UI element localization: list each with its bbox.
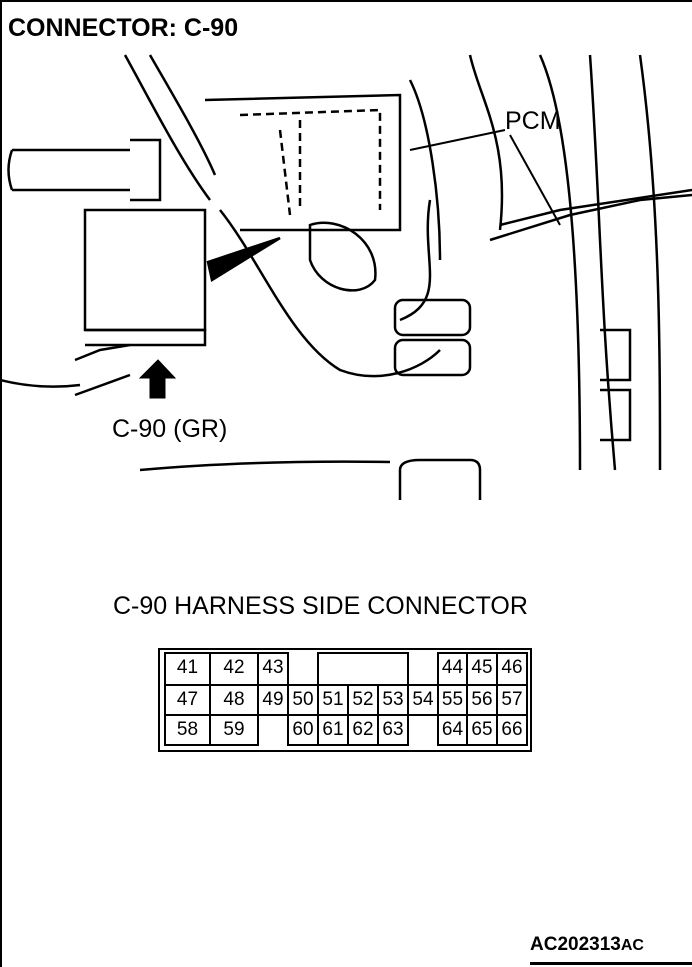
connector-pin: 60 <box>287 714 319 746</box>
connector-pin: 55 <box>437 684 468 716</box>
connector-pin: 42 <box>209 652 259 686</box>
connector-pin: 53 <box>377 684 409 716</box>
connector-pin: 46 <box>496 652 528 686</box>
connector-pin: 45 <box>466 652 498 686</box>
connector-key-slot <box>317 652 409 686</box>
vehicle-illustration <box>0 54 692 500</box>
connector-pin: 58 <box>164 714 211 746</box>
connector-pin: 56 <box>466 684 498 716</box>
connector-pin: 63 <box>377 714 409 746</box>
connector-pin: 49 <box>257 684 289 716</box>
connector-pin: 50 <box>287 684 319 716</box>
figure-code: AC202313AC <box>530 934 644 956</box>
connector-pin: 41 <box>164 652 211 686</box>
connector-pin: 61 <box>317 714 349 746</box>
connector-pin: 65 <box>466 714 498 746</box>
connector-pin: 48 <box>209 684 259 716</box>
connector-pin: 43 <box>257 652 289 686</box>
page-title: CONNECTOR: C-90 <box>8 14 239 42</box>
bottom-rule <box>530 962 692 965</box>
up-arrow-icon <box>138 359 177 399</box>
connector-pin: 62 <box>347 714 379 746</box>
connector-pin: 66 <box>496 714 528 746</box>
connector-pin: 52 <box>347 684 379 716</box>
connector-callout-label: C-90 (GR) <box>112 415 228 443</box>
pcm-label: PCM <box>505 107 561 135</box>
connector-title: C-90 HARNESS SIDE CONNECTOR <box>113 592 528 620</box>
connector-pin: 51 <box>317 684 349 716</box>
pointer-arrow-icon <box>206 236 281 282</box>
connector-pin: 47 <box>164 684 211 716</box>
connector-pin: 64 <box>437 714 468 746</box>
connector-pin: 44 <box>437 652 468 686</box>
figure-code-number: AC202313 <box>530 934 621 955</box>
connector-pin: 59 <box>209 714 259 746</box>
figure-code-suffix: AC <box>620 937 644 954</box>
pcm-module-box <box>83 208 207 332</box>
connector-pin: 57 <box>496 684 528 716</box>
connector-pin: 54 <box>407 684 439 716</box>
harness-connector-diagram <box>158 648 532 752</box>
